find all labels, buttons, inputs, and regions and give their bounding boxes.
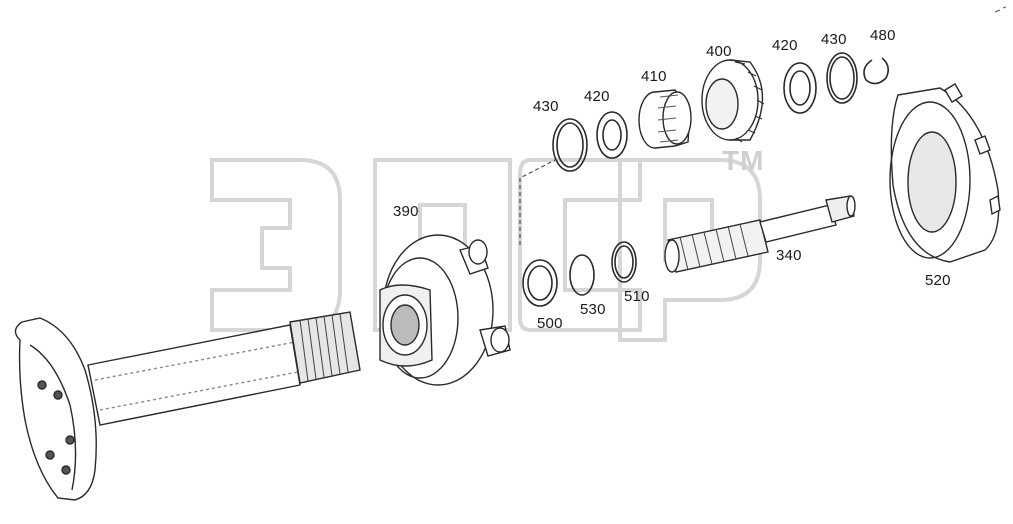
part-label-410: 410 <box>641 68 667 85</box>
part-label-510: 510 <box>624 288 650 305</box>
part-label-430-right: 430 <box>821 31 847 48</box>
thrust-washer-420-right <box>783 62 817 114</box>
part-label-400: 400 <box>706 43 732 60</box>
planet-gear-400 <box>701 59 765 143</box>
part-label-420-right: 420 <box>772 37 798 54</box>
part-label-530: 530 <box>580 301 606 318</box>
planet-carrier <box>379 234 511 386</box>
part-label-480: 480 <box>870 27 896 44</box>
washer-500 <box>522 259 558 307</box>
watermark-trademark: TM <box>722 145 765 176</box>
part-label-500: 500 <box>537 315 563 332</box>
ring-510 <box>611 241 637 283</box>
snap-ring-430-left <box>552 118 588 172</box>
snap-ring-480 <box>863 57 890 85</box>
snap-ring-430-right <box>826 52 858 104</box>
clutch-disc-520 <box>889 83 1001 263</box>
part-label-430-left: 430 <box>533 98 559 115</box>
leader-line <box>519 159 556 245</box>
corner-mark <box>994 6 1007 13</box>
part-label-390: 390 <box>393 203 419 220</box>
sun-shaft-340 <box>664 195 856 273</box>
ring-530 <box>569 254 595 296</box>
axle-shaft <box>14 311 361 501</box>
needle-bearing-410 <box>638 89 692 149</box>
part-label-520: 520 <box>925 272 951 289</box>
thrust-washer-420-left <box>596 111 628 159</box>
part-label-420-left: 420 <box>584 88 610 105</box>
part-label-340: 340 <box>776 247 802 264</box>
